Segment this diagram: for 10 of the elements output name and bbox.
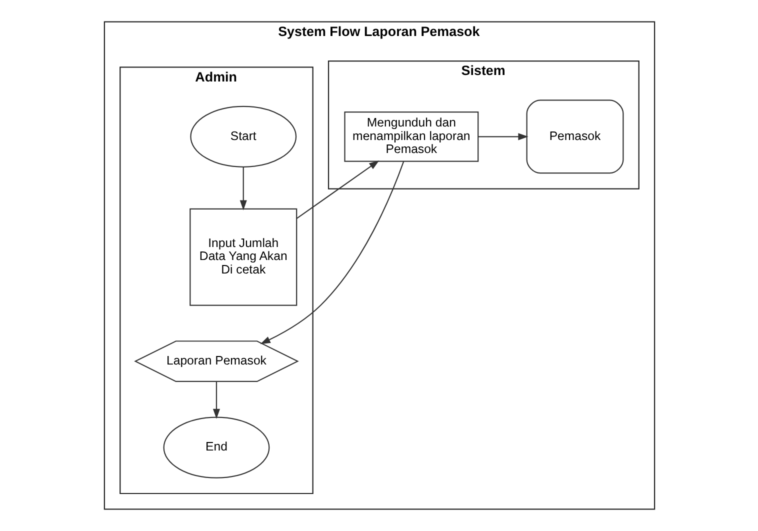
node-ellipse: Start: [190, 106, 296, 168]
arrow: [478, 133, 528, 140]
node-ellipse: End: [162, 416, 270, 478]
node-box: Mengunduh dan menampilkan laporan Pemasok: [344, 111, 478, 162]
node-box: Input Jumlah Data Yang Akan Di cetak: [189, 208, 297, 306]
arrow: [296, 160, 379, 219]
arrow: [260, 161, 404, 344]
node-box: Pemasok: [526, 100, 624, 174]
arrow: [239, 167, 246, 210]
arrow: [212, 381, 220, 419]
